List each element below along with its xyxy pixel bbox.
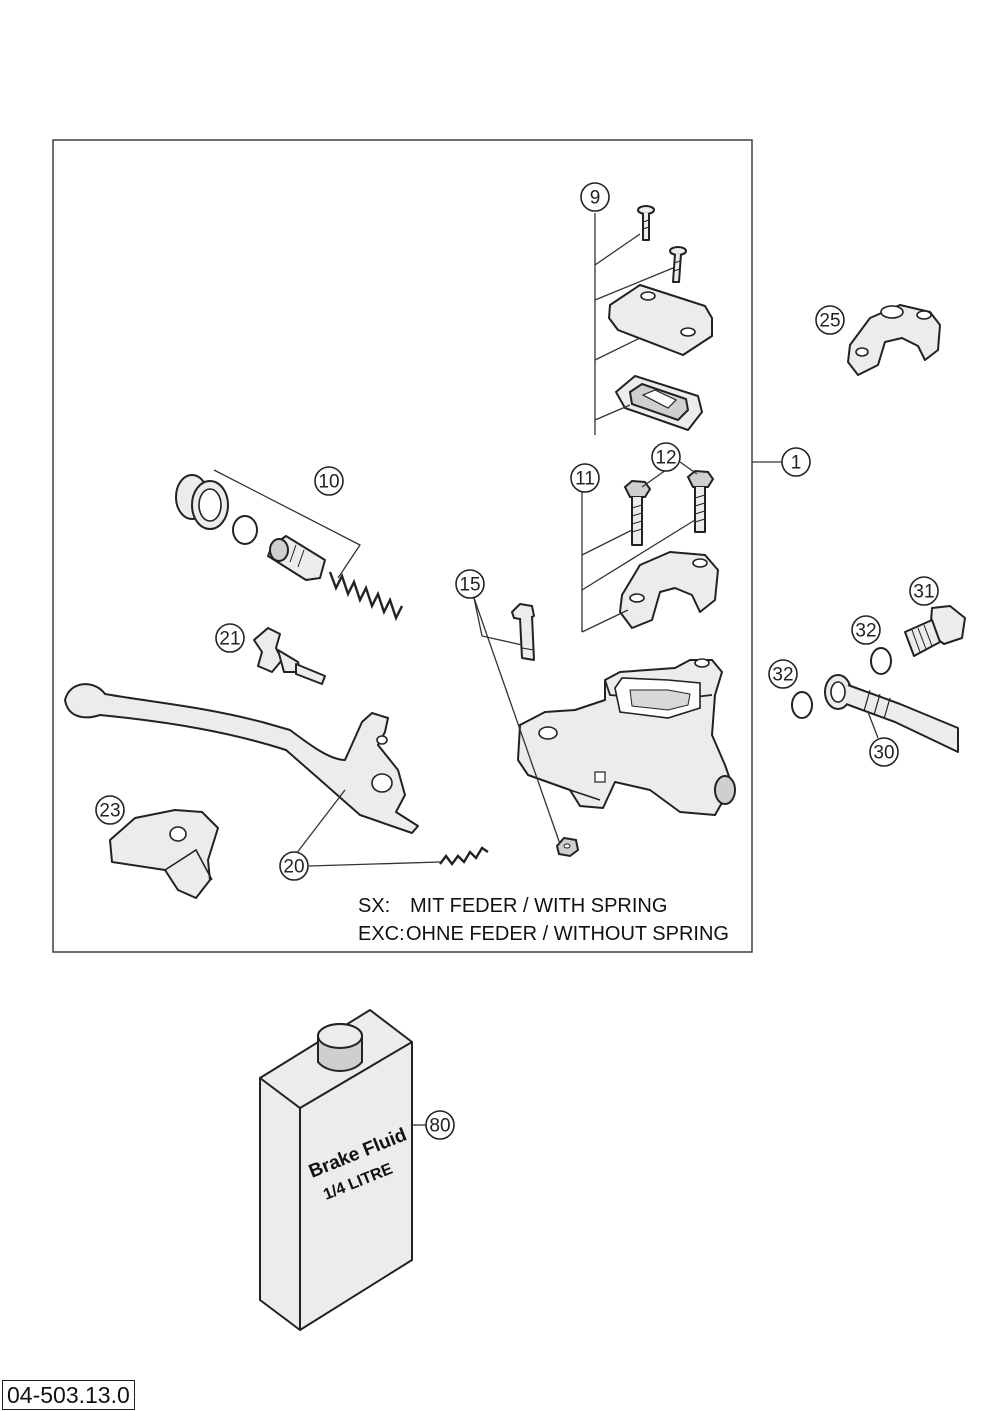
piston-kit	[175, 469, 404, 622]
callout-label: 31	[913, 582, 934, 603]
lever-return-spring	[295, 789, 489, 867]
callout-label: 23	[99, 801, 120, 822]
brake-hose-kit	[791, 605, 966, 753]
callout-32-upper: 32	[851, 615, 881, 645]
reservoir-cover	[608, 284, 713, 356]
reservoir-diaphragm	[615, 375, 703, 431]
callout-11: 11	[570, 463, 600, 493]
callout-15: 15	[455, 569, 485, 599]
callout-1: 1	[781, 447, 811, 477]
circlip	[232, 515, 258, 545]
spring-notes: SX: MIT FEDER / WITH SPRING EXC: OHNE FE…	[358, 895, 729, 945]
drawing-number: 04-503.13.0	[2, 1380, 135, 1410]
reservoir-cover-kit	[594, 205, 713, 435]
callout-label: 80	[429, 1116, 450, 1137]
callout-10: 10	[314, 466, 344, 496]
callout-label: 32	[772, 665, 793, 686]
cover-screw-2	[669, 246, 687, 283]
copper-washer-1	[870, 647, 892, 675]
handlebar-clamp-kit	[581, 461, 719, 633]
callout-21: 21	[215, 623, 245, 653]
copper-washer-2	[791, 691, 813, 719]
callout-label: 32	[855, 621, 876, 642]
cover-screw-1	[637, 205, 655, 241]
dust-boot	[175, 474, 229, 530]
callout-label: 15	[459, 575, 480, 596]
clamp-bolt-2	[686, 469, 715, 533]
callout-23: 23	[95, 795, 125, 825]
callout-label: 11	[575, 469, 595, 490]
callout-25: 25	[815, 305, 845, 335]
callout-label: 20	[283, 857, 304, 878]
callout-30: 30	[869, 737, 899, 767]
piston-spring	[328, 571, 404, 622]
pivot-bolt-kit	[473, 597, 580, 858]
callout-label: 12	[655, 448, 676, 469]
callout-9: 9	[580, 182, 610, 212]
can-cap	[317, 1023, 363, 1072]
callout-80: 80	[425, 1110, 455, 1140]
callout-32-lower: 32	[768, 659, 798, 689]
note-exc-text: OHNE FEDER / WITHOUT SPRING	[406, 923, 729, 945]
note-sx-prefix: SX:	[358, 895, 390, 917]
master-cylinder-body	[517, 658, 736, 816]
lever-guard	[109, 809, 219, 899]
handlebar-clamp	[619, 551, 719, 629]
callout-label: 21	[219, 629, 240, 650]
brake-hose	[824, 674, 959, 753]
brake-fluid-can: Brake Fluid 1/4 LITRE	[259, 1009, 413, 1331]
callout-31: 31	[909, 576, 939, 606]
lever-adjuster	[253, 627, 326, 685]
callout-12: 12	[651, 442, 681, 472]
callout-label: 10	[318, 472, 339, 493]
banjo-bolt	[904, 605, 966, 657]
callout-20: 20	[279, 851, 309, 881]
note-exc-prefix: EXC:	[358, 923, 405, 945]
callout-label: 9	[590, 188, 601, 209]
piston	[267, 535, 326, 581]
clamp-25-part	[847, 304, 941, 376]
note-sx-text: MIT FEDER / WITH SPRING	[410, 895, 667, 917]
callout-label: 1	[791, 453, 802, 474]
callout-label: 30	[873, 743, 894, 764]
callout-label: 25	[819, 311, 840, 332]
clamp-bolt-1	[623, 479, 652, 546]
assembly-frame	[52, 139, 753, 953]
brake-lever	[64, 683, 419, 834]
